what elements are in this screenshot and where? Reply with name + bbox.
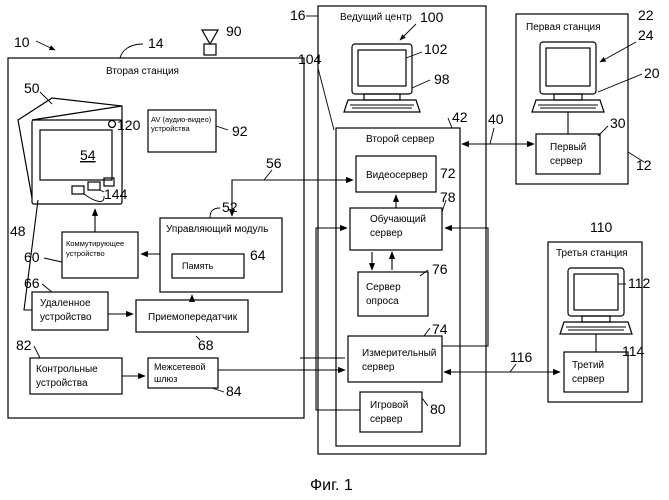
third-station: Третья станция 110 112 Третий сервер 114 xyxy=(548,219,651,402)
ref-78-label: 78 xyxy=(440,189,456,205)
ref-42-label: 42 xyxy=(452,109,468,125)
av-device-label-2: устройства xyxy=(151,124,190,133)
head-center-title: Ведущий центр xyxy=(340,12,412,23)
second-server-title: Второй сервер xyxy=(366,134,435,145)
ref-102-label: 102 xyxy=(424,41,448,57)
transceiver-label: Приемопередатчик xyxy=(148,312,238,323)
link-gateway-measuring xyxy=(218,358,345,370)
measuring-server: Измерительный сервер 74 xyxy=(348,321,448,382)
ref-98-label: 98 xyxy=(434,71,450,87)
game-server-label-1: Игровой xyxy=(370,400,408,411)
av-device: AV (аудио-видео) устройства 92 xyxy=(148,110,248,152)
switching-device-label-1: Коммутирующее xyxy=(66,239,124,248)
switching-device-label-2: устройство xyxy=(66,249,105,258)
poll-server-label-2: опроса xyxy=(366,296,399,307)
figure-ref-10: 10 xyxy=(14,34,55,50)
ref-100-label: 100 xyxy=(420,9,444,25)
training-server-label-2: сервер xyxy=(370,228,403,239)
third-station-title: Третья станция xyxy=(556,248,628,259)
head-computer-icon: 100 102 98 xyxy=(344,9,450,112)
link-56: 56 xyxy=(232,155,353,216)
game-server-label-2: сервер xyxy=(370,414,403,425)
ref-80-label: 80 xyxy=(430,401,446,417)
internal-wiring xyxy=(316,228,488,410)
transceiver: Приемопередатчик 68 xyxy=(136,295,248,353)
ref-74-label: 74 xyxy=(432,321,448,337)
control-devices: Контрольные устройства 82 xyxy=(16,337,145,394)
ref-84-label: 84 xyxy=(226,383,242,399)
ref-120-label: 120 xyxy=(117,117,141,133)
ref-114-label: 114 xyxy=(622,343,645,359)
ref-104-label: 104 xyxy=(298,51,322,67)
first-station: Первая станция 12 22 24 20 Первый сервер… xyxy=(516,7,660,184)
first-server-label-1: Первый xyxy=(550,142,586,153)
ref-30-label: 30 xyxy=(610,115,626,131)
poll-server-label-1: Сервер xyxy=(366,282,401,293)
ref-66-label: 66 xyxy=(24,275,40,291)
remote-device-label-1: Удаленное xyxy=(40,298,91,309)
ref-92-label: 92 xyxy=(232,123,248,139)
ref-24-label: 24 xyxy=(638,27,654,43)
ref-22-label: 22 xyxy=(638,7,654,23)
ref-20-label: 20 xyxy=(644,65,660,81)
third-server-label-2: сервер xyxy=(572,374,605,385)
ref-110-label: 110 xyxy=(590,219,613,235)
tv-monitor: 50 54 120 144 xyxy=(18,80,141,204)
link-40: 40 xyxy=(462,111,534,144)
first-server-label-2: сервер xyxy=(550,156,583,167)
control-devices-label-2: устройства xyxy=(36,378,88,389)
control-module-label: Управляющий модуль xyxy=(166,224,268,235)
av-device-label-1: AV (аудио-видео) xyxy=(151,115,212,124)
remote-device-label-2: устройство xyxy=(40,312,92,323)
antenna-icon: 90 xyxy=(202,23,242,55)
ref-52-label: 52 xyxy=(222,199,238,215)
training-server-label-1: Обучающий xyxy=(370,213,426,225)
figure-caption: Фиг. 1 xyxy=(310,477,353,494)
switching-device: Коммутирующее устройство 60 xyxy=(24,209,138,278)
ref-112-label: 112 xyxy=(628,275,651,291)
control-module: Управляющий модуль 52 Память 64 xyxy=(141,199,282,292)
ref-68-label: 68 xyxy=(198,337,214,353)
ref-40-label: 40 xyxy=(488,111,504,127)
ref-64-label: 64 xyxy=(250,247,266,263)
ref-56-label: 56 xyxy=(266,155,282,171)
ref-144-label: 144 xyxy=(104,186,128,202)
link-116: 116 xyxy=(444,349,560,372)
second-station-title: Вторая станция xyxy=(106,66,179,77)
ref-16-label: 16 xyxy=(290,7,306,23)
video-server-label: Видеосервер xyxy=(366,170,428,181)
ref-116-label: 116 xyxy=(510,349,533,365)
ref-12-label: 12 xyxy=(636,157,652,173)
ref-10-label: 10 xyxy=(14,34,30,50)
ref-72-label: 72 xyxy=(440,165,456,181)
training-server: Обучающий сервер 78 xyxy=(350,189,456,270)
control-devices-label-1: Контрольные xyxy=(36,364,98,375)
gateway-label-2: шлюз xyxy=(154,374,177,384)
ref-60-label: 60 xyxy=(24,249,40,265)
ref-14-label: 14 xyxy=(148,35,164,51)
ref-76-label: 76 xyxy=(432,261,448,277)
memory-label: Память xyxy=(182,261,214,271)
ref-54-label: 54 xyxy=(80,147,96,163)
ref-48-label: 48 xyxy=(10,223,26,239)
ref-50-label: 50 xyxy=(24,80,40,96)
game-server: Игровой сервер 80 xyxy=(360,392,446,432)
remote-device: Удаленное устройство 66 xyxy=(24,275,133,330)
first-station-title: Первая станция xyxy=(526,22,601,33)
ref-90-label: 90 xyxy=(226,23,242,39)
gateway: Межсетевой шлюз 84 xyxy=(148,358,242,399)
gateway-label-1: Межсетевой xyxy=(154,362,205,372)
ref-82-label: 82 xyxy=(16,337,32,353)
third-server-label-1: Третий xyxy=(572,360,604,371)
measuring-server-label-2: сервер xyxy=(362,362,395,373)
measuring-server-label-1: Измерительный xyxy=(362,348,436,359)
video-server: Видеосервер 72 xyxy=(356,156,456,192)
